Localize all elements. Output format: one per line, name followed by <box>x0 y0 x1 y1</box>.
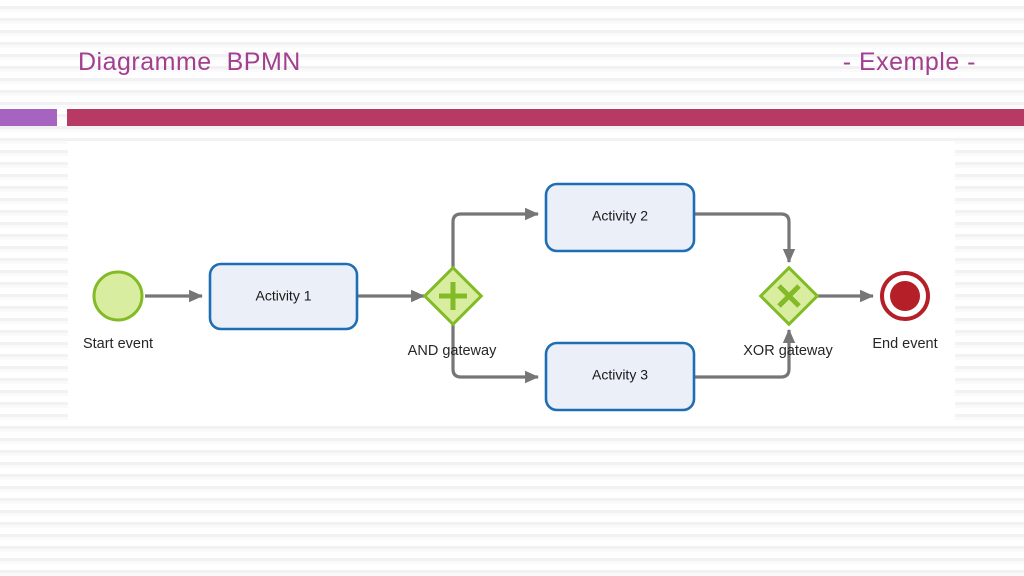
page-title: Diagramme BPMN <box>78 48 301 76</box>
accent-bar-left <box>0 109 57 126</box>
page-subtitle: - Exemple - <box>842 48 976 76</box>
diagram-panel <box>68 141 955 426</box>
accent-bar-right <box>67 109 1024 126</box>
slide-header: Diagramme BPMN - Exemple - <box>0 48 1024 94</box>
